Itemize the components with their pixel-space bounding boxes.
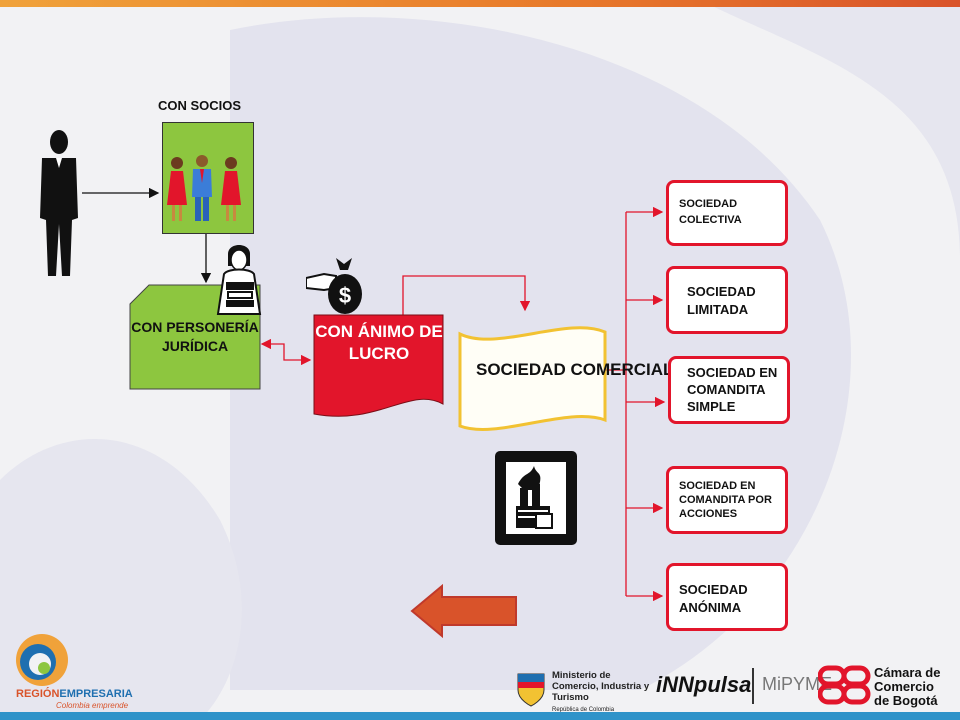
factory-icon bbox=[495, 451, 577, 545]
type-label: SOCIEDAD ANÓNIMA bbox=[679, 582, 748, 615]
type-label: SOCIEDAD EN COMANDITA SIMPLE bbox=[687, 365, 778, 414]
back-arrow-icon[interactable] bbox=[410, 584, 520, 640]
brand-tagline: Colombia emprende bbox=[56, 701, 129, 710]
sociedad-comercial-label: SOCIEDAD COMERCIAL bbox=[476, 360, 674, 379]
sociedad-anonima-box: SOCIEDAD ANÓNIMA bbox=[666, 563, 788, 631]
con-socios-label: CON SOCIOS bbox=[158, 98, 242, 113]
region-empresaria-logo-icon bbox=[16, 634, 68, 686]
mipyme-logo: MiPYME bbox=[762, 674, 833, 694]
partners-icon bbox=[167, 155, 241, 221]
personeria-label: CON PERSONERÍA JURÍDICA bbox=[131, 319, 259, 354]
colombia-shield-icon bbox=[517, 673, 545, 707]
sociedad-limitada-box: SOCIEDAD LIMITADA bbox=[666, 266, 788, 334]
ministerio-name: Ministerio de Comercio, Industria y Turi… bbox=[552, 670, 650, 703]
bottom-accent-bar bbox=[0, 712, 960, 720]
animo-lucro-label: CON ÁNIMO DE LUCRO bbox=[315, 322, 443, 363]
svg-text:$: $ bbox=[339, 283, 351, 308]
type-label: SOCIEDAD COLECTIVA bbox=[679, 198, 742, 226]
ministerio-sub: República de Colombia bbox=[552, 707, 615, 713]
brand-name: REGIÓNEMPRESARIA bbox=[16, 688, 133, 700]
brand-empresaria: EMPRESARIA bbox=[59, 688, 133, 700]
partners-box bbox=[162, 122, 254, 234]
logo-divider bbox=[752, 668, 754, 704]
camara-comercio-logo-icon bbox=[818, 665, 871, 705]
person-icon bbox=[40, 130, 78, 276]
camara-comercio-label: Cámara de Comercio de Bogotá bbox=[874, 665, 941, 708]
ministerio-label: Ministerio de Comercio, Industria y Turi… bbox=[552, 670, 652, 716]
sociedad-comandita-simple-box: SOCIEDAD EN COMANDITA SIMPLE bbox=[668, 356, 790, 424]
type-label: SOCIEDAD EN COMANDITA POR ACCIONES bbox=[679, 480, 772, 520]
money-bag-icon: $ bbox=[306, 258, 362, 314]
brand-region: REGIÓN bbox=[16, 688, 60, 700]
sociedad-colectiva-box: SOCIEDAD COLECTIVA bbox=[666, 180, 788, 246]
top-accent-bar bbox=[0, 0, 960, 7]
sociedad-comandita-acciones-box: SOCIEDAD EN COMANDITA POR ACCIONES bbox=[666, 466, 788, 534]
type-label: SOCIEDAD LIMITADA bbox=[687, 284, 756, 317]
sociedad-comercial-shape bbox=[458, 326, 607, 431]
animo-lucro-shape bbox=[313, 314, 444, 417]
innpulsa-logo: iNNpulsa bbox=[656, 672, 752, 697]
secretary-icon bbox=[216, 245, 262, 315]
